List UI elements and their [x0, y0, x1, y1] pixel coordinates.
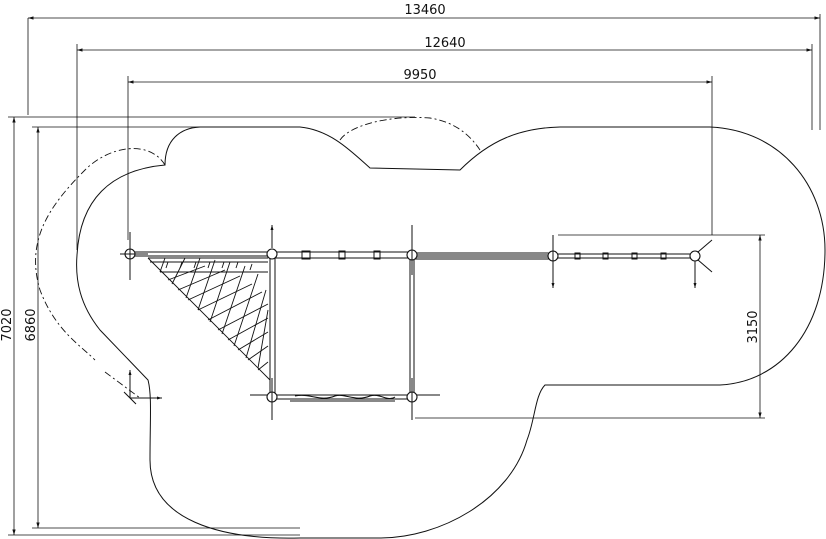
- post-bottom-right: [406, 378, 418, 420]
- dimension-overall-length: 13460: [404, 3, 445, 18]
- post-left: [120, 232, 148, 280]
- top-beam: [132, 250, 412, 260]
- axis-marker: [123, 370, 162, 405]
- middle-vertical-beam: [409, 256, 415, 398]
- post-bottom-left: [266, 378, 278, 420]
- safety-zone-outline: [76, 126, 826, 539]
- post-junction-2: [406, 225, 418, 275]
- play-structure: [132, 250, 695, 402]
- dimension-lines: [8, 14, 821, 536]
- bridge-beam: [412, 252, 695, 260]
- climbing-net: [147, 257, 271, 381]
- dimension-overall-width: 7020: [0, 308, 15, 341]
- post-right: [689, 239, 713, 288]
- safety-zone-dashed-outline: [35, 117, 481, 399]
- post-junction-1: [266, 225, 278, 260]
- dimension-structure-length: 9950: [403, 68, 436, 83]
- posts: [120, 225, 713, 420]
- dimension-structure-depth: 3150: [746, 310, 761, 343]
- dimension-safety-zone-width: 6860: [24, 308, 39, 341]
- dimension-safety-zone-length: 12640: [424, 36, 465, 51]
- left-vertical-beam: [269, 256, 276, 398]
- post-junction-3: [547, 235, 559, 288]
